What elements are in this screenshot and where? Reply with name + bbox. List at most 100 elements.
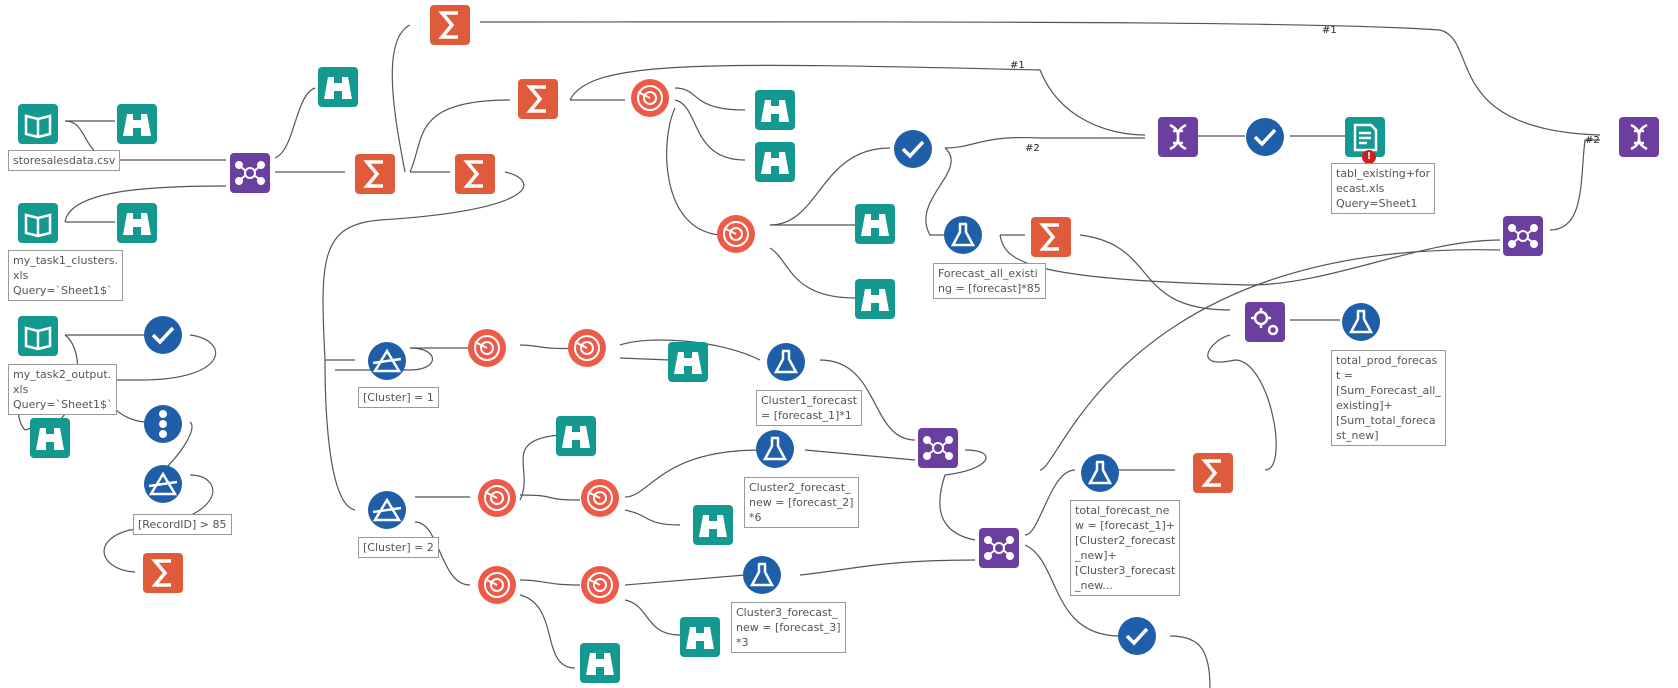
forecast-model-tool[interactable] <box>467 328 507 368</box>
connection-wire[interactable] <box>103 334 217 423</box>
output-data-tool[interactable] <box>1345 117 1385 157</box>
connection-wire[interactable] <box>939 449 987 541</box>
union-tool[interactable] <box>1619 117 1659 157</box>
browse-tool[interactable] <box>580 643 620 683</box>
browse-tool[interactable] <box>755 90 795 130</box>
record-id-tool[interactable] <box>143 404 183 444</box>
select-tool[interactable] <box>1117 616 1157 656</box>
formula-tool[interactable] <box>766 342 806 382</box>
connection-wire[interactable] <box>1549 139 1600 231</box>
union-tool[interactable] <box>1158 117 1198 157</box>
browse-tool[interactable] <box>556 416 596 456</box>
connection-wire[interactable] <box>569 64 1146 136</box>
join-tool[interactable] <box>230 153 270 193</box>
connection-wire[interactable] <box>619 357 671 361</box>
join-tool[interactable] <box>1503 216 1543 256</box>
radar-icon <box>474 335 500 361</box>
connection-wire[interactable] <box>64 185 227 223</box>
connection-wire[interactable] <box>335 347 434 371</box>
binoculars-icon <box>562 426 590 448</box>
connection-wire[interactable] <box>1024 469 1076 536</box>
connection-wire[interactable] <box>804 449 916 461</box>
select-tool[interactable] <box>893 129 933 169</box>
connection-wire[interactable] <box>624 449 761 498</box>
browse-tool[interactable] <box>855 279 895 319</box>
summarize-tool[interactable] <box>1031 217 1071 257</box>
connection-wire[interactable] <box>274 87 316 159</box>
forecast-model-tool[interactable] <box>477 565 517 605</box>
filter-tool[interactable] <box>367 490 407 530</box>
browse-tool[interactable] <box>680 617 720 657</box>
connection-wire[interactable] <box>1207 334 1277 471</box>
summarize-tool[interactable] <box>143 553 183 593</box>
filter-tool[interactable] <box>367 341 407 381</box>
connection-wire[interactable] <box>391 24 411 173</box>
formula-tool[interactable] <box>1341 302 1381 342</box>
connection-wire[interactable] <box>769 247 856 299</box>
join-tool[interactable] <box>979 528 1019 568</box>
connection-wire[interactable] <box>519 494 581 501</box>
formula-tool[interactable] <box>742 555 782 595</box>
input-data-tool-clusters[interactable] <box>18 203 58 243</box>
summarize-tool[interactable] <box>1193 453 1233 493</box>
connection-wire[interactable] <box>519 594 576 669</box>
input-data-tool-storesales[interactable] <box>18 104 58 144</box>
filter-tool[interactable] <box>143 464 183 504</box>
browse-tool[interactable] <box>318 67 358 107</box>
connection-wire[interactable] <box>944 136 1145 149</box>
connection-wire[interactable] <box>925 147 952 236</box>
browse-tool[interactable] <box>117 203 157 243</box>
connection-wire[interactable] <box>999 234 1501 286</box>
select-tool[interactable] <box>1245 117 1285 157</box>
formula-tool[interactable] <box>943 215 983 255</box>
connection-wire[interactable] <box>1024 544 1121 637</box>
connection-wire[interactable] <box>409 99 511 173</box>
summarize-tool[interactable] <box>455 154 495 194</box>
connection-wire[interactable] <box>624 509 681 526</box>
connection-wire[interactable] <box>619 339 761 361</box>
summarize-tool[interactable] <box>355 154 395 194</box>
connection-wire[interactable] <box>674 99 746 161</box>
browse-tool[interactable] <box>693 505 733 545</box>
join-tool[interactable] <box>918 428 958 468</box>
formula-tool[interactable] <box>755 429 795 469</box>
browse-tool[interactable] <box>668 342 708 382</box>
connection-wire[interactable] <box>666 107 721 236</box>
summarize-tool[interactable] <box>430 5 470 45</box>
forecast-model-tool[interactable] <box>477 478 517 518</box>
connection-wire[interactable] <box>1039 249 1501 471</box>
forecast-model-tool[interactable] <box>580 478 620 518</box>
connection-wire[interactable] <box>799 559 976 576</box>
forecast-model-tool[interactable] <box>580 565 620 605</box>
connection-wire[interactable] <box>322 171 525 361</box>
connection-wire[interactable] <box>1169 635 1211 688</box>
connection-wire[interactable] <box>519 579 581 586</box>
summarize-tool[interactable] <box>518 79 558 119</box>
connection-wire[interactable] <box>769 147 891 226</box>
forecast-model-tool[interactable] <box>630 78 670 118</box>
connection-wire[interactable] <box>624 599 681 636</box>
formula-tool[interactable] <box>1080 453 1120 493</box>
connection-wire[interactable] <box>674 87 746 111</box>
browse-tool[interactable] <box>30 418 70 458</box>
forecast-model-tool[interactable] <box>716 214 756 254</box>
connection-wire[interactable] <box>519 434 561 501</box>
browse-tool[interactable] <box>855 204 895 244</box>
connection-wire[interactable] <box>414 521 471 586</box>
connection-wire[interactable] <box>479 21 1601 136</box>
connection-wire[interactable] <box>1079 234 1231 311</box>
connection-wire[interactable] <box>624 574 746 586</box>
binoculars-icon <box>761 100 789 122</box>
document-icon <box>1353 123 1378 152</box>
browse-tool[interactable] <box>117 104 157 144</box>
connection-wire[interactable] <box>324 359 356 511</box>
forecast-model-tool[interactable] <box>567 328 607 368</box>
flask-icon <box>950 222 976 247</box>
browse-tool[interactable] <box>755 142 795 182</box>
input-data-tool-task2[interactable] <box>18 316 58 356</box>
binoculars-icon <box>861 289 889 311</box>
select-tool[interactable] <box>143 315 183 355</box>
connection-wire[interactable] <box>819 359 916 441</box>
append-fields-tool[interactable] <box>1245 302 1285 342</box>
